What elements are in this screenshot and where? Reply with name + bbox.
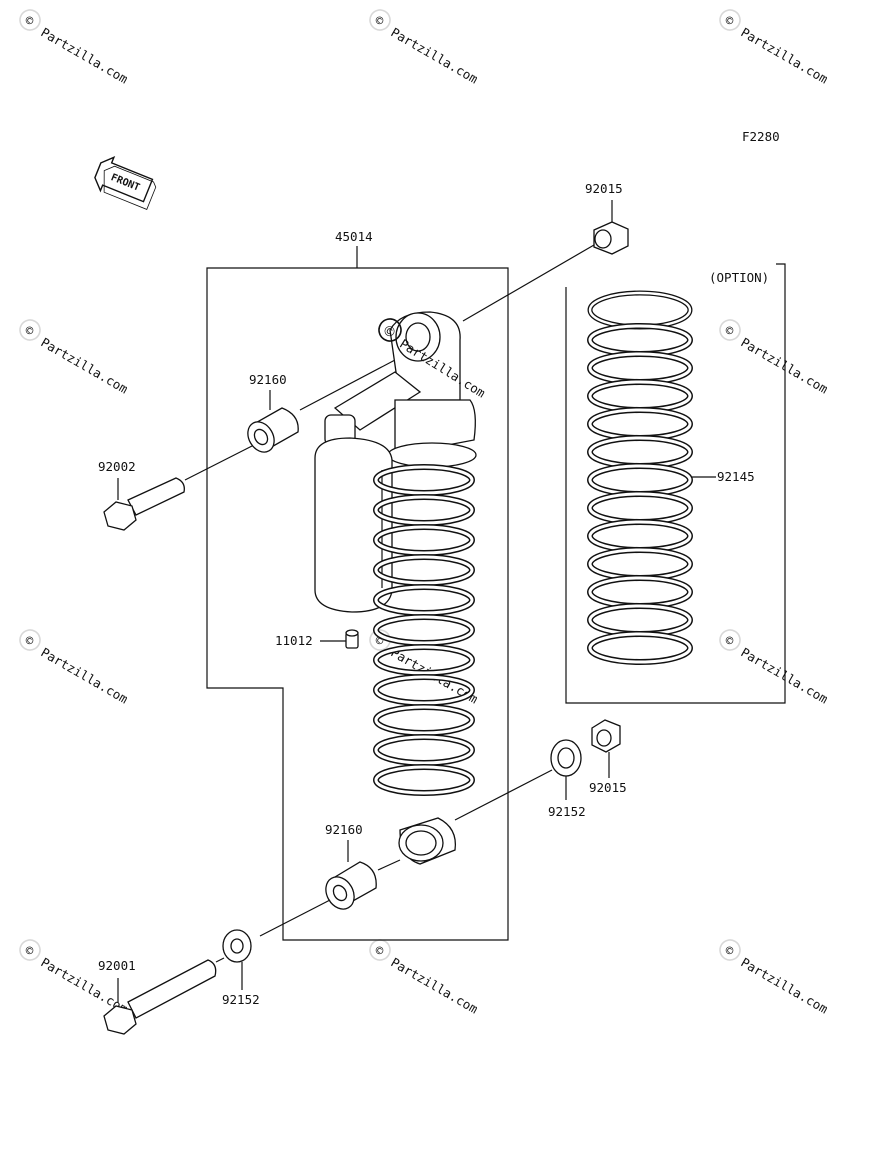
- leader-line: [184, 445, 253, 481]
- watermark-symbol: ©: [23, 12, 37, 29]
- leader-line: [215, 957, 225, 963]
- part-label-92160-upper[interactable]: 92160: [249, 372, 287, 387]
- part-label-92001[interactable]: 92001: [98, 958, 136, 973]
- spring-coil-highlight: [588, 464, 692, 496]
- assembly-outline: [206, 267, 509, 941]
- part-label-92002[interactable]: 92002: [98, 459, 136, 474]
- upper-collar: [247, 407, 299, 453]
- lower-bolt: [103, 959, 217, 1035]
- spring-coil-highlight: [588, 408, 692, 440]
- lower-washer-left: [222, 929, 252, 963]
- part-label-92015-lower[interactable]: 92015: [589, 780, 627, 795]
- watermark-text: Partzilla.com: [388, 25, 480, 87]
- part-label-92152-right[interactable]: 92152: [548, 804, 586, 819]
- top-nut: [593, 221, 629, 255]
- part-label-92152-left[interactable]: 92152: [222, 992, 260, 1007]
- spring-coil-highlight: [374, 585, 474, 615]
- option-spring-coils: [587, 323, 693, 665]
- spring-coil-highlight: [374, 555, 474, 585]
- watermark-symbol: ©: [723, 942, 737, 959]
- spring-coil-highlight: [588, 352, 692, 384]
- watermark-symbol: ©: [723, 322, 737, 339]
- watermark-symbol: ©: [723, 12, 737, 29]
- part-label-92145[interactable]: 92145: [717, 469, 755, 484]
- part-label-45014[interactable]: 45014: [335, 229, 373, 244]
- watermark-text: Partzilla.com: [738, 25, 830, 87]
- leader-line: [462, 244, 595, 322]
- watermark-text: Partzilla.com: [738, 955, 830, 1017]
- watermark-symbol: ©: [373, 12, 387, 29]
- shock-lower-eye: [398, 817, 457, 865]
- part-label-92160-lower[interactable]: 92160: [325, 822, 363, 837]
- watermark-text: Partzilla.com: [38, 25, 130, 87]
- part-label-92015-top[interactable]: 92015: [585, 181, 623, 196]
- figure-code: F2280: [742, 129, 780, 144]
- option-box: [565, 263, 786, 704]
- leader-line: [299, 359, 396, 411]
- spring-coil-highlight: [588, 436, 692, 468]
- watermark-symbol: ©: [23, 632, 37, 649]
- option-spring: [587, 290, 693, 330]
- upper-bolt: [103, 477, 185, 531]
- spring-coil-highlight: [588, 520, 692, 552]
- watermark-symbol: ©: [23, 942, 37, 959]
- part-label-11012[interactable]: 11012: [275, 633, 313, 648]
- spring-coil-highlight: [374, 615, 474, 645]
- watermark-text: Partzilla.com: [38, 645, 130, 707]
- spring-coil-highlight: [588, 380, 692, 412]
- spring-coil-highlight: [374, 645, 474, 675]
- spring-coil-highlight: [374, 465, 474, 495]
- spring-coil-highlight: [374, 705, 474, 735]
- spring-coil-highlight: [588, 324, 692, 356]
- lower-nut: [591, 719, 621, 753]
- leader-line: [377, 859, 401, 871]
- valve-cap: [345, 629, 359, 649]
- lower-washer-right: [550, 739, 582, 777]
- spring-coil-highlight: [374, 495, 474, 525]
- spring-coil-highlight: [588, 576, 692, 608]
- spring-coil-highlight: [374, 735, 474, 765]
- shock-absorber: [314, 311, 477, 613]
- shock-spring-coils: [373, 464, 475, 796]
- spring-coil-highlight: [588, 492, 692, 524]
- watermark-symbol: ©: [373, 942, 387, 959]
- watermark-text: Partzilla.com: [38, 335, 130, 397]
- lower-collar: [325, 861, 377, 910]
- watermark-symbol: ©: [723, 632, 737, 649]
- spring-coil-highlight: [374, 675, 474, 705]
- leader-line: [454, 769, 553, 821]
- spring-coil-highlight: [588, 604, 692, 636]
- front-arrow-icon: FRONT: [94, 156, 157, 210]
- watermark-text: Partzilla.com: [388, 955, 480, 1017]
- spring-coil-highlight: [588, 548, 692, 580]
- spring-coil-highlight: [374, 525, 474, 555]
- spring-coil-highlight: [588, 632, 692, 664]
- option-label: (OPTION): [709, 270, 769, 285]
- spring-coil-highlight: [374, 765, 474, 795]
- leader-line: [259, 899, 331, 937]
- watermark-symbol: ©: [23, 322, 37, 339]
